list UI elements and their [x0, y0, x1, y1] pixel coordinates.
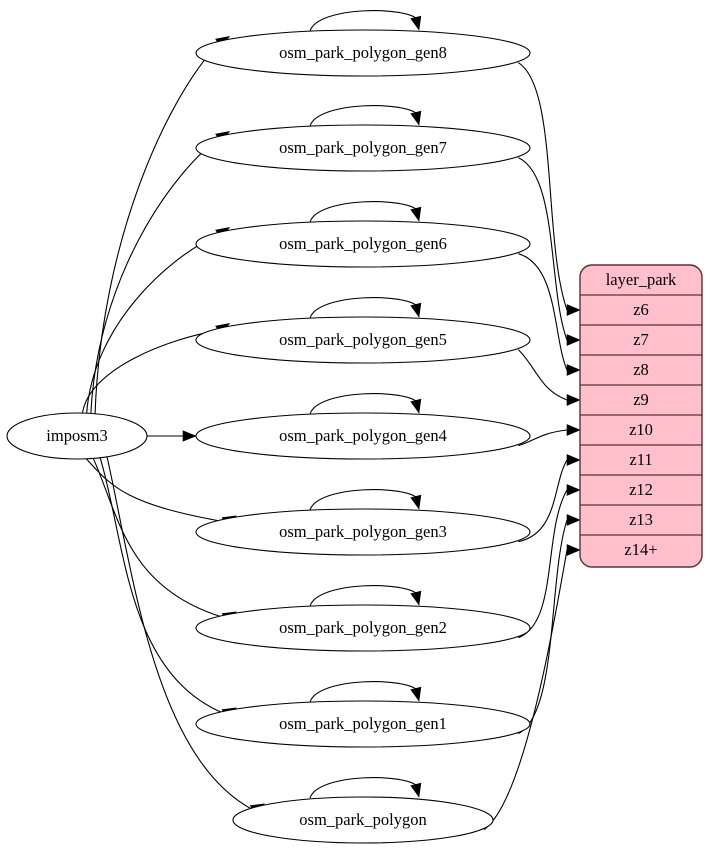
node-osm-park-polygon-gen6-shape[interactable] — [195, 220, 531, 268]
self-loop-edge — [309, 10, 419, 32]
node-osm-park-polygon-gen2-shape[interactable] — [195, 604, 531, 652]
layer-park-table-group: layer_park z6 z7 z8 z9 z10 z11 z12 z13 z14+ — [579, 264, 703, 568]
self-loop-edge — [309, 489, 419, 511]
arrowhead — [182, 430, 197, 442]
table-row-z6[interactable]: z6 — [633, 300, 649, 319]
arrowhead — [566, 334, 581, 346]
node-osm-park-polygon-gen4-shape[interactable] — [195, 412, 531, 460]
arrowhead — [410, 782, 422, 798]
edge-imposm3-to-osm-park-polygon-gen8 — [94, 43, 219, 416]
arrowhead — [566, 394, 581, 406]
arrowhead — [410, 15, 422, 31]
arrowhead — [410, 206, 422, 222]
arrowhead — [410, 686, 422, 702]
table-edges-group — [483, 62, 581, 831]
edge-imposm3-to-osm-park-polygon-gen2 — [92, 457, 226, 619]
layer-park-table-body — [579, 264, 703, 568]
arrowhead — [410, 590, 422, 606]
table-row-z10[interactable]: z10 — [629, 420, 653, 439]
self-loop-edge — [309, 585, 419, 607]
edge-osm-park-polygon-gen8-to-z6 — [518, 62, 568, 311]
node-osm-park-polygon-gen3-label: osm_park_polygon_gen3 — [279, 522, 447, 541]
arrowhead — [410, 398, 422, 414]
edge-osm-park-polygon-gen5-to-z9 — [517, 349, 568, 401]
edge-osm-park-polygon-gen7-to-z7 — [518, 157, 568, 341]
edge-osm-park-polygon-gen2-to-z12 — [518, 489, 568, 639]
node-osm-park-polygon-gen8-label: osm_park_polygon_gen8 — [279, 43, 447, 62]
arrowhead — [566, 424, 581, 436]
table-row-z12[interactable]: z12 — [629, 480, 653, 499]
node-osm-park-polygon-gen2-label: osm_park_polygon_gen2 — [279, 618, 447, 637]
edge-osm-park-polygon-gen4-to-z10 — [518, 429, 568, 447]
node-osm-park-polygon-gen5-label: osm_park_polygon_gen5 — [279, 330, 447, 349]
node-osm-park-polygon-gen8-shape[interactable] — [195, 29, 531, 77]
node-osm-park-polygon-shape[interactable] — [232, 796, 494, 844]
arrowhead — [410, 110, 422, 126]
node-osm-park-polygon-gen7-shape[interactable] — [195, 124, 531, 172]
self-loop-edge — [309, 201, 419, 223]
self-loop-edge — [309, 393, 419, 415]
table-row-z11[interactable]: z11 — [629, 450, 652, 469]
table-header-label: layer_park — [606, 270, 677, 289]
self-loop-edge — [309, 777, 419, 799]
table-row-z13[interactable]: z13 — [629, 510, 653, 529]
node-osm-park-polygon-gen7-label: osm_park_polygon_gen7 — [279, 138, 447, 157]
node-osm-park-polygon-gen3-shape[interactable] — [195, 508, 531, 556]
self-loop-edges-group — [309, 10, 422, 799]
table-row-z8[interactable]: z8 — [633, 360, 649, 379]
node-imposm3-label: imposm3 — [46, 426, 107, 445]
node-osm-park-polygon-label: osm_park_polygon — [299, 810, 426, 829]
edge-imposm3-to-osm-park-polygon-gen5 — [81, 329, 219, 414]
node-osm-park-polygon-gen5-shape[interactable] — [195, 316, 531, 364]
self-loop-edge — [309, 681, 419, 703]
arrowhead — [410, 302, 422, 318]
edge-osm-park-polygon-to-z14plus — [483, 549, 568, 831]
edge-imposm3-to-osm-park-polygon-gen1 — [99, 457, 226, 715]
self-loop-edge — [309, 297, 419, 319]
edge-imposm3-to-osm-park-polygon-gen3 — [85, 458, 226, 523]
arrowhead — [566, 454, 581, 466]
node-osm-park-polygon-gen1-label: osm_park_polygon_gen1 — [279, 714, 447, 733]
edge-imposm3-to-osm-park-polygon-gen7 — [90, 138, 219, 415]
arrowhead — [566, 544, 581, 556]
node-imposm3-shape[interactable] — [6, 412, 148, 460]
table-row-z14plus[interactable]: z14+ — [624, 540, 657, 559]
arrowhead — [566, 364, 581, 376]
node-osm-park-polygon-gen4-label: osm_park_polygon_gen4 — [279, 426, 447, 445]
edge-osm-park-polygon-gen6-to-z8 — [518, 253, 568, 371]
arrowhead — [566, 514, 581, 526]
arrowhead — [566, 484, 581, 496]
edge-imposm3-to-osm-park-polygon-gen6 — [86, 233, 219, 415]
self-loop-edge — [309, 105, 419, 127]
ellipse-nodes-group: imposm3 osm_park_polygon_gen8 osm_park_pol… — [6, 29, 531, 844]
table-row-z7[interactable]: z7 — [633, 330, 649, 349]
arrowhead — [566, 304, 581, 316]
arrowhead — [410, 494, 422, 510]
node-osm-park-polygon-gen1-shape[interactable] — [195, 700, 531, 748]
edge-imposm3-to-osm-park-polygon — [106, 456, 254, 811]
node-osm-park-polygon-gen6-label: osm_park_polygon_gen6 — [279, 234, 447, 253]
edge-osm-park-polygon-gen3-to-z11 — [518, 459, 568, 543]
table-row-z9[interactable]: z9 — [633, 390, 649, 409]
